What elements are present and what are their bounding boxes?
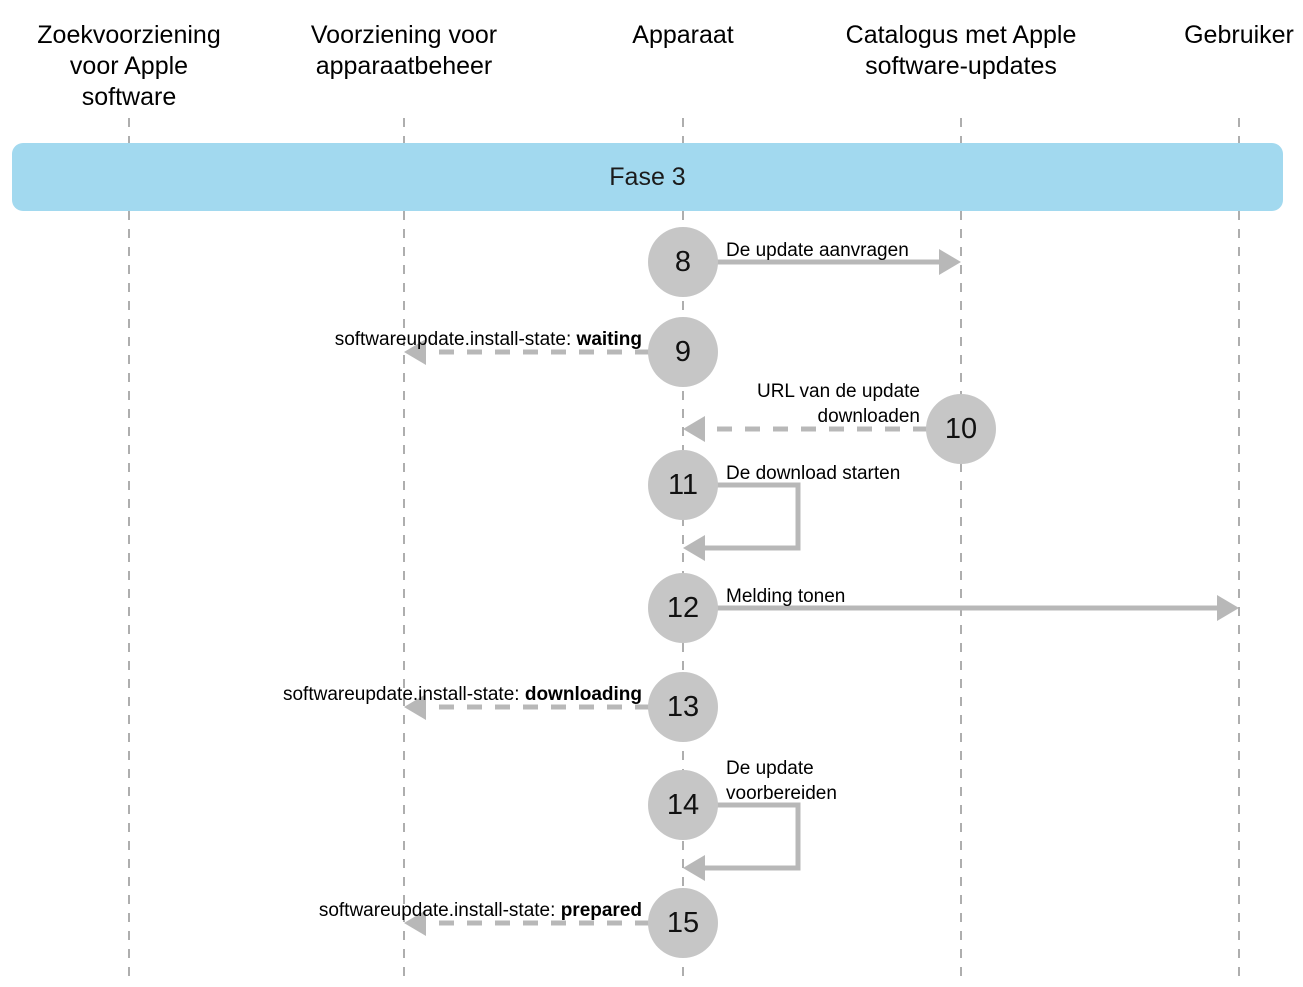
step-14-self-loop — [705, 802, 801, 871]
step-bubble-10: 10 — [926, 394, 996, 464]
message-state-value-13: downloading — [524, 684, 642, 705]
message-state-value-9: waiting — [576, 329, 642, 350]
message-label-11: De download starten — [726, 461, 900, 486]
message-text-11: De download starten — [726, 463, 901, 484]
step-bubble-15: 15 — [648, 888, 718, 958]
step-9-arrowhead — [404, 339, 426, 365]
lane-header-device: Apparaat — [632, 21, 734, 49]
step-bubble-8: 8 — [648, 227, 718, 297]
step-12-arrowhead — [1217, 595, 1239, 621]
step-13-arrowhead — [404, 694, 426, 720]
messages-group — [404, 249, 1239, 936]
step-8-arrowhead — [939, 249, 961, 275]
step-14-arrowhead — [683, 855, 705, 881]
step-bubble-11: 11 — [648, 450, 718, 520]
lane-header-softwareupdate-catalog-service: Zoekvoorziening voor Apple software — [37, 21, 221, 111]
message-label-15: softwareupdate.install-state: prepared — [319, 898, 642, 923]
step-11-self-loop — [705, 482, 801, 551]
message-text-10: URL van de update downloaden — [756, 381, 920, 427]
message-label-12: Melding tonen — [726, 584, 845, 609]
message-label-14: De update voorbereiden — [726, 756, 837, 806]
message-state-value-15: prepared — [560, 900, 642, 921]
message-text-15: softwareupdate.install-state: — [318, 900, 561, 921]
message-text-13: softwareupdate.install-state: — [282, 684, 525, 705]
step-11-arrowhead — [683, 535, 705, 561]
phase-band: Fase 3 — [12, 143, 1283, 211]
lane-header-mdm-service: Voorziening voor apparaatbeheer — [310, 21, 498, 80]
step-10-arrowhead — [683, 416, 705, 442]
step-15-arrowhead — [404, 910, 426, 936]
message-label-13: softwareupdate.install-state: downloadin… — [283, 682, 642, 707]
step-bubble-12: 12 — [648, 573, 718, 643]
message-label-8: De update aanvragen — [726, 238, 909, 263]
step-bubble-9: 9 — [648, 317, 718, 387]
step-bubble-14: 14 — [648, 770, 718, 840]
lane-header-user: Gebruiker — [1184, 21, 1294, 49]
lane-header-apple-software-update-catalog: Catalogus met Apple software-updates — [845, 21, 1077, 80]
message-label-10: URL van de update downloaden — [757, 379, 920, 429]
message-text-14: De update voorbereiden — [726, 758, 837, 804]
message-text-8: De update aanvragen — [726, 240, 909, 261]
message-text-9: softwareupdate.install-state: — [334, 329, 577, 350]
message-text-12: Melding tonen — [726, 586, 846, 607]
step-bubble-13: 13 — [648, 672, 718, 742]
phase-band-label: Fase 3 — [609, 162, 686, 191]
message-label-9: softwareupdate.install-state: waiting — [335, 327, 642, 352]
